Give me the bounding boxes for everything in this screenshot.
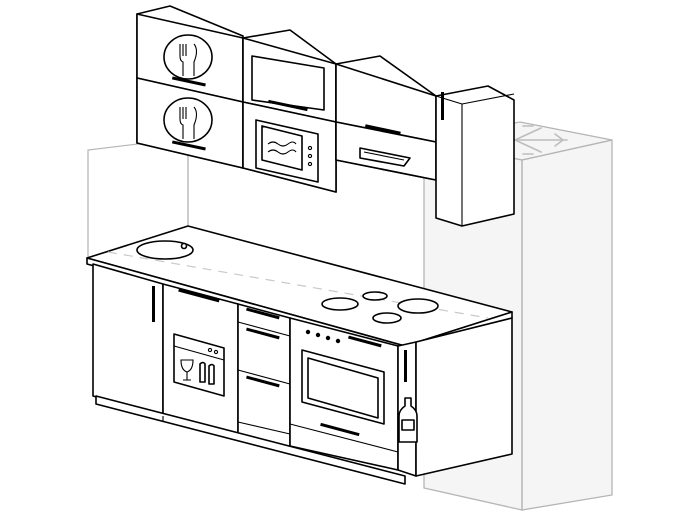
cutlery-plate-icon — [163, 97, 213, 143]
upper-cabinets — [136, 5, 515, 227]
microwave-icon — [255, 119, 319, 183]
bottle-icon — [398, 397, 418, 443]
cooktop-icon — [321, 291, 439, 324]
base-cabinets — [92, 263, 513, 485]
sink-icon — [136, 240, 194, 260]
oven-icon — [301, 329, 385, 437]
dishwasher-icon — [173, 333, 225, 397]
cutlery-plate-icon — [163, 34, 213, 80]
range-hood-icon — [359, 147, 411, 167]
